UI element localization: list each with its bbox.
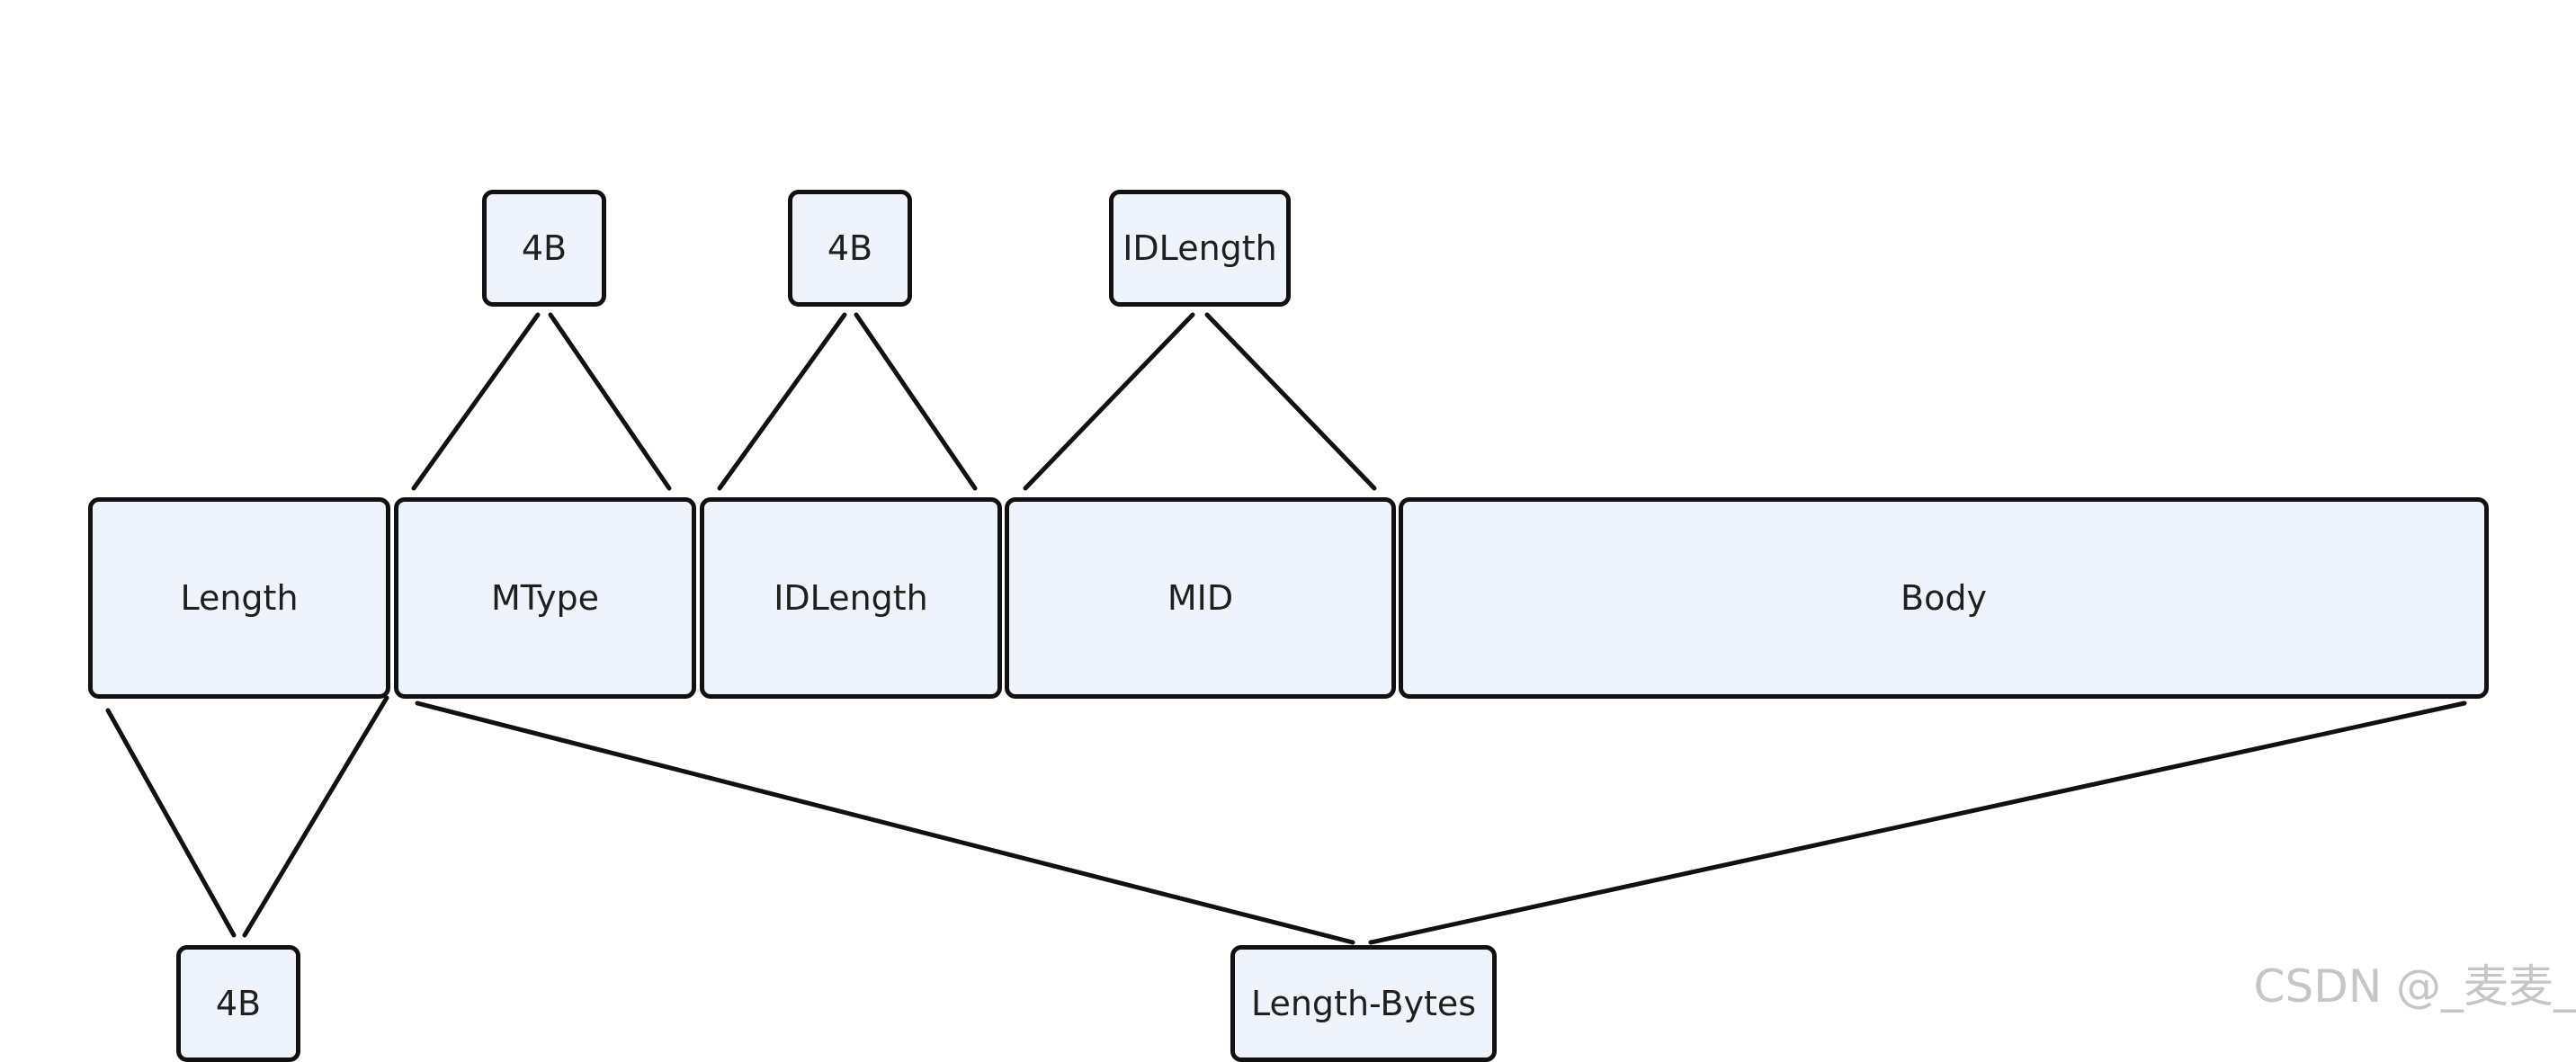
- connector-idlength-size-left: [717, 312, 847, 491]
- connector-mtype-size-left: [411, 312, 541, 491]
- field-idlength-label: IDLength: [774, 578, 928, 618]
- watermark-text: CSDN @_麦麦_: [2253, 960, 2576, 1013]
- field-mtype-label: MType: [490, 578, 600, 618]
- connector-rest-size-left: [415, 701, 1355, 945]
- mid-size-box: IDLength: [1109, 190, 1291, 307]
- length-size-box: 4B: [176, 945, 300, 1062]
- connector-idlength-size-right: [854, 312, 978, 491]
- field-body-box: Body: [1399, 497, 2489, 699]
- length-size-label: 4B: [215, 984, 262, 1023]
- field-body-label: Body: [1901, 578, 1987, 618]
- connector-length-size-right: [242, 695, 389, 938]
- mid-size-label: IDLength: [1123, 228, 1277, 268]
- connector-mtype-size-right: [548, 312, 672, 491]
- field-length-label: Length: [180, 578, 299, 618]
- rest-size-label: Length-Bytes: [1250, 984, 1477, 1023]
- field-mid-box: MID: [1005, 497, 1396, 699]
- mtype-size-box: 4B: [482, 190, 606, 307]
- field-mid-label: MID: [1167, 578, 1234, 618]
- rest-size-box: Length-Bytes: [1230, 945, 1497, 1062]
- field-idlength-box: IDLength: [700, 497, 1002, 699]
- field-mtype-box: MType: [394, 497, 696, 699]
- connector-rest-size-right: [1368, 701, 2467, 945]
- connector-length-size-left: [105, 708, 237, 938]
- connector-mid-size-left: [1023, 312, 1195, 491]
- mtype-size-label: 4B: [521, 228, 568, 268]
- idlength-size-label: 4B: [827, 228, 873, 268]
- field-length-box: Length: [88, 497, 390, 699]
- connector-mid-size-right: [1204, 312, 1377, 491]
- idlength-size-box: 4B: [788, 190, 912, 307]
